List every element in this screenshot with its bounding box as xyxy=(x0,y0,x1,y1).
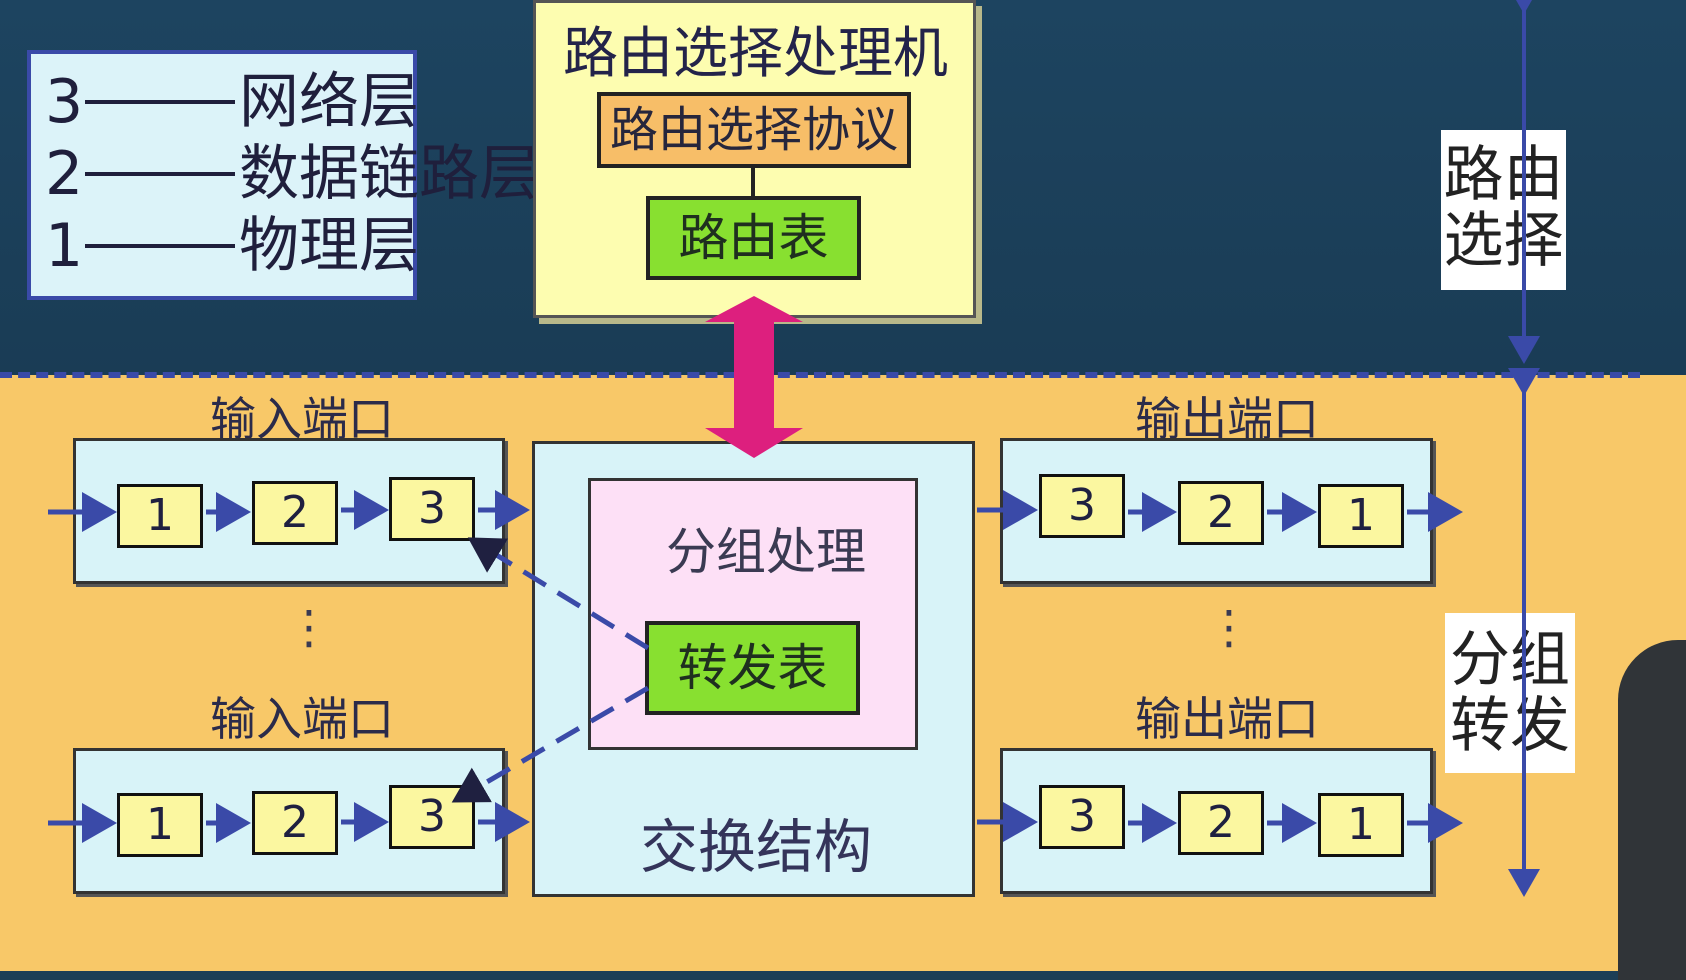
lookup-dashed-line xyxy=(451,685,650,803)
packet-processing-title: 分组处理 xyxy=(666,523,866,581)
input-port-cell: 1 xyxy=(117,793,203,857)
legend-num: 2 xyxy=(45,139,84,209)
input-port-cell: 3 xyxy=(389,477,475,541)
legend-label: 网络层 xyxy=(239,67,419,137)
protocol-table-connector xyxy=(751,168,755,196)
output-port-label: 输出端口 xyxy=(1135,392,1319,446)
control-data-double-arrow xyxy=(705,296,803,458)
routing-table-box: 路由表 xyxy=(646,196,861,280)
output-port-cell: 2 xyxy=(1178,791,1264,855)
output-port-cell: 1 xyxy=(1318,484,1404,548)
legend-label: 数据链路层 xyxy=(239,139,539,209)
output-port-label: 输出端口 xyxy=(1135,692,1319,746)
routing-protocol-box: 路由选择协议 xyxy=(597,92,911,168)
legend-num: 3 xyxy=(45,67,84,137)
output-port-cell: 1 xyxy=(1318,793,1404,857)
input-port-cell: 2 xyxy=(252,481,338,545)
input-port-label: 输入端口 xyxy=(210,392,394,446)
plane-divider xyxy=(0,372,1640,378)
presenter-silhouette xyxy=(1618,640,1686,980)
legend-label: 物理层 xyxy=(239,211,419,281)
input-port-label: 输入端口 xyxy=(210,692,394,746)
lookup-dashed-line xyxy=(467,537,650,651)
routing-selection-label: 路由选择 xyxy=(1441,130,1566,290)
routing-processor-title: 路由选择处理机 xyxy=(563,21,949,85)
switch-fabric-title: 交换结构 xyxy=(640,813,873,881)
forwarding-table-box: 转发表 xyxy=(645,621,860,715)
legend-num: 1 xyxy=(45,211,84,281)
output-port-cell: 3 xyxy=(1039,785,1125,849)
input-port-cell: 1 xyxy=(117,484,203,548)
output-port-cell: 2 xyxy=(1178,481,1264,545)
input-port-cell: 2 xyxy=(252,791,338,855)
output-port-cell: 3 xyxy=(1039,474,1125,538)
